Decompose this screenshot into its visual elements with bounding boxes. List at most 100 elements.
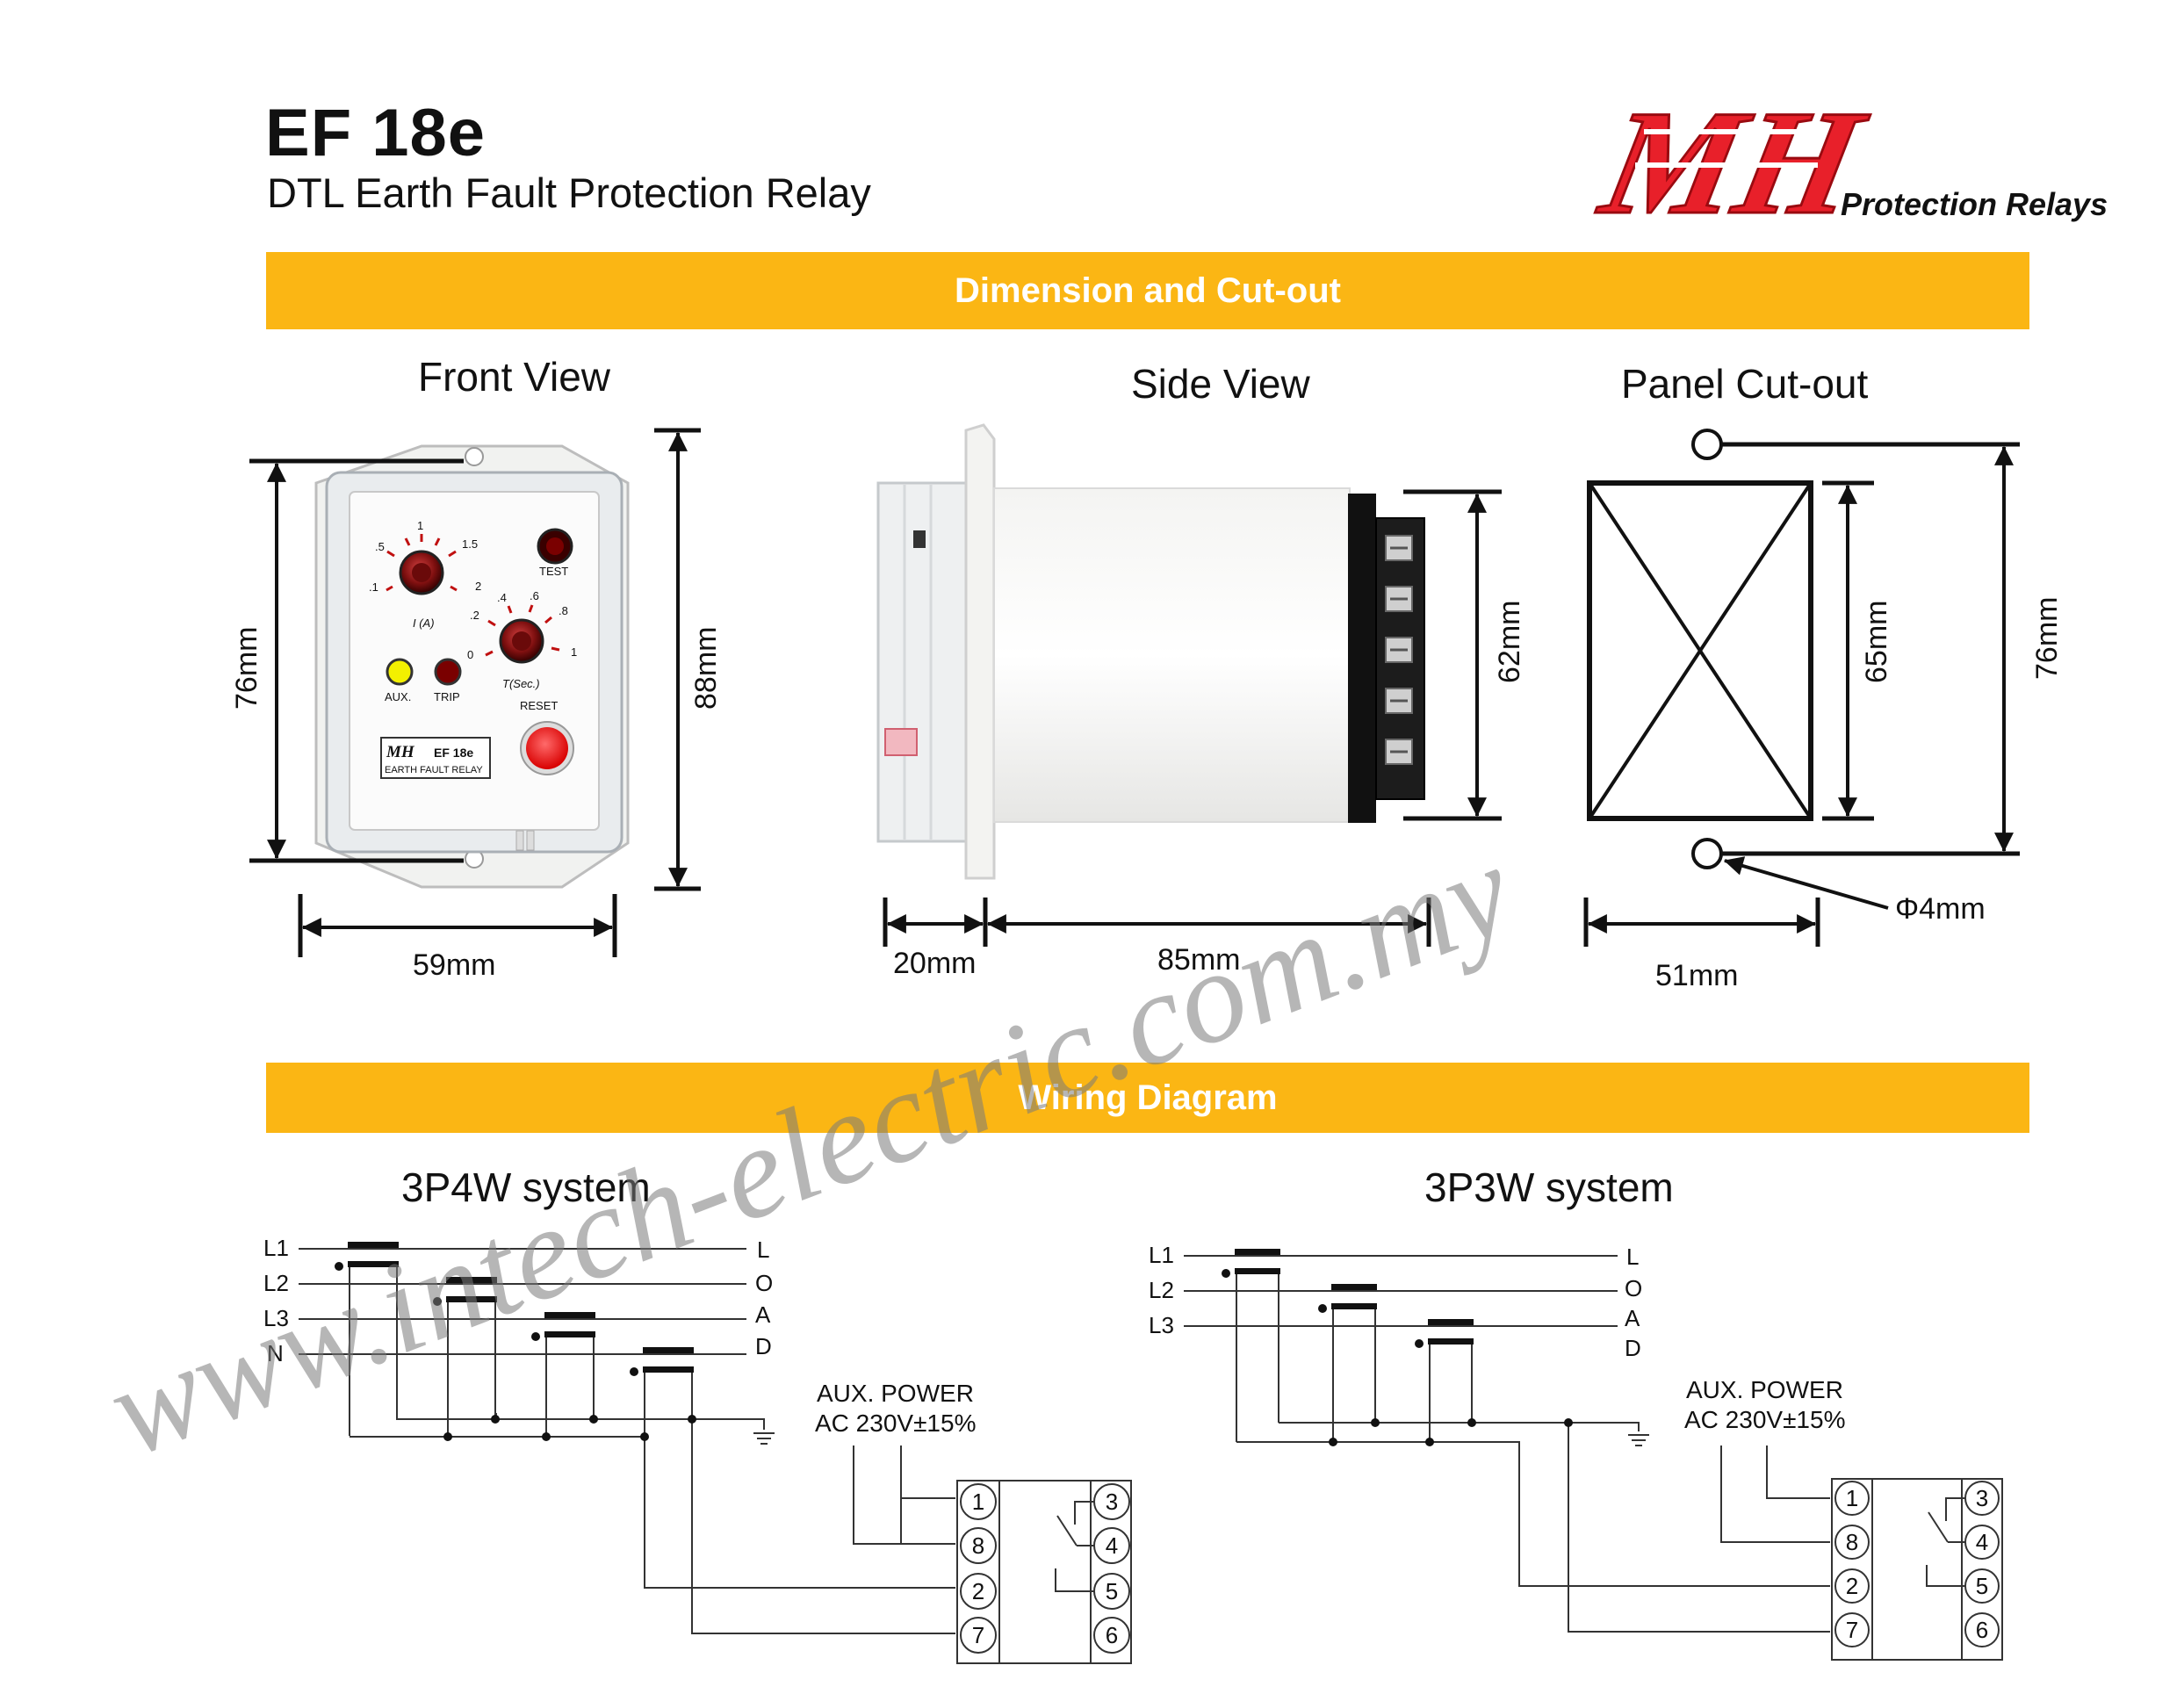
dial-tick: .1 <box>369 580 378 594</box>
labels-3p3w: L1 L2 L3 L O A D AUX. POWER AC 230V±15% <box>1149 1242 1845 1433</box>
panel-cutout-drawing: 65mm 76mm 51mm Φ4mm <box>1583 429 2064 992</box>
dial-tick: .8 <box>559 604 568 617</box>
trip-contact <box>1926 1497 1965 1587</box>
side-height-label: 62mm <box>1493 601 1526 683</box>
hole-leader <box>1723 856 1889 910</box>
terminal-number: 6 <box>1106 1622 1118 1648</box>
side-front-depth-label: 20mm <box>893 947 976 980</box>
terminal-number: 3 <box>1976 1485 1988 1511</box>
reset-label: RESET <box>520 699 558 712</box>
test-label: TEST <box>539 565 568 578</box>
terminal-number: 1 <box>1846 1485 1858 1511</box>
side-body <box>993 487 1351 823</box>
section-band-wiring: Wiring Diagram <box>266 1063 2029 1133</box>
mount-hole <box>465 447 484 466</box>
section-band-dimension: Dimension and Cut-out <box>266 252 2029 329</box>
dial-label: T(Sec.) <box>502 677 540 690</box>
cutout-height-label: 65mm <box>1860 601 1893 683</box>
current-knob-center <box>412 563 431 582</box>
wiring-3p4w-aux-leads <box>853 1447 955 1545</box>
front-overall-height-label: 88mm <box>689 627 723 710</box>
plate-desc: EARTH FAULT RELAY <box>385 765 483 775</box>
cover-tab <box>526 830 535 851</box>
terminal-number: 5 <box>1976 1573 1988 1599</box>
dial-tick: 0 <box>467 648 473 661</box>
side-view-drawing: 62mm 20mm 85mm <box>876 423 1526 980</box>
logo-tagline: Protection Relays <box>1841 186 2108 222</box>
terminal-number: 8 <box>972 1532 984 1559</box>
name-plate <box>380 737 491 779</box>
system-4w-title: 3P4W system <box>401 1164 651 1210</box>
time-knob-center <box>512 631 531 651</box>
terminal-number: 3 <box>1106 1489 1118 1515</box>
dial-tick: 1 <box>571 645 577 659</box>
terminal-number: 4 <box>1976 1529 1988 1555</box>
labels-3p4w: L1 L2 L3 N L O A D AUX. POWER AC 230V±15… <box>263 1235 976 1437</box>
dial-tick: 2 <box>475 580 481 593</box>
dial-tick: .6 <box>530 589 539 602</box>
load-letter: D <box>755 1333 772 1359</box>
wiring-3p3w <box>1184 1249 1830 1633</box>
load-letter: D <box>1625 1335 1641 1361</box>
cover-latch <box>913 530 926 548</box>
front-width-label: 59mm <box>413 948 495 982</box>
mount-hole-bottom <box>1691 838 1723 869</box>
dial-tick: 1 <box>417 519 423 532</box>
relay-terminals-3p4w: 1 8 2 7 3 4 5 6 <box>956 1480 1132 1664</box>
trip-led <box>434 658 462 686</box>
terminal-number: 5 <box>1106 1578 1118 1604</box>
line-label: L1 <box>263 1235 289 1261</box>
line-label: L2 <box>1149 1277 1174 1303</box>
system-3w-title: 3P3W system <box>1424 1164 1674 1210</box>
aux-power-label: AUX. POWER <box>817 1380 974 1407</box>
load-letter: L <box>1626 1244 1639 1270</box>
trip-contact <box>1055 1501 1094 1592</box>
side-view-title: Side View <box>1131 361 1310 407</box>
cover-tab <box>515 830 524 851</box>
plate-model: EF 18e <box>434 746 473 760</box>
brand-logo: MH Protection Relays <box>1586 79 2108 247</box>
page-subtitle: DTL Earth Fault Protection Relay <box>267 169 871 216</box>
test-button-center <box>546 537 564 555</box>
terminal-number: 8 <box>1846 1529 1858 1555</box>
reset-button-side <box>884 728 918 756</box>
dial-tick: .5 <box>375 540 385 553</box>
plate-logo: MH <box>386 743 415 761</box>
aux-power-label: AUX. POWER <box>1686 1376 1843 1403</box>
line-label: L3 <box>263 1305 289 1331</box>
terminal-number: 4 <box>1106 1532 1118 1559</box>
line-label: N <box>267 1340 284 1366</box>
load-letter: A <box>1625 1305 1640 1331</box>
line-label: L3 <box>1149 1312 1174 1338</box>
load-letter: O <box>755 1270 773 1296</box>
load-letter: A <box>755 1301 771 1328</box>
aux-power-voltage: AC 230V±15% <box>815 1409 976 1437</box>
terminal-number: 2 <box>972 1578 984 1604</box>
hole-diameter-label: Φ4mm <box>1895 892 1986 926</box>
trip-label: TRIP <box>434 690 460 703</box>
terminal-number: 6 <box>1976 1617 1988 1643</box>
side-depth-label: 85mm <box>1157 943 1240 977</box>
cutout-rect <box>1587 480 1813 821</box>
aux-power-voltage: AC 230V±15% <box>1684 1406 1845 1433</box>
front-view-title: Front View <box>418 354 611 400</box>
cutout-width-label: 51mm <box>1655 959 1738 992</box>
terminal-block-base <box>1348 494 1376 823</box>
terminal-number: 7 <box>1846 1617 1858 1643</box>
front-height-label: 76mm <box>230 627 263 710</box>
dial-tick: .4 <box>497 591 507 604</box>
panel-cutout-title: Panel Cut-out <box>1621 361 1869 407</box>
front-view-drawing: .1 .5 1 1.5 2 I (A) TEST 0 .2 .4 .6 .8 1 <box>230 428 723 982</box>
terminal-number: 1 <box>972 1489 984 1515</box>
watermark-text: www.intech-electric.com.my <box>90 816 1530 1485</box>
dial-tick: 1.5 <box>462 537 478 551</box>
reset-button[interactable] <box>526 727 568 769</box>
line-label: L2 <box>263 1270 289 1296</box>
current-dial: .1 .5 1 1.5 2 I (A) <box>369 519 481 630</box>
mount-hole-top <box>1691 429 1723 460</box>
dial-label: I (A) <box>413 616 435 630</box>
terminal-number: 7 <box>972 1622 984 1648</box>
aux-led <box>386 658 414 686</box>
time-dial: 0 .2 .4 .6 .8 1 T(Sec.) <box>467 589 577 690</box>
